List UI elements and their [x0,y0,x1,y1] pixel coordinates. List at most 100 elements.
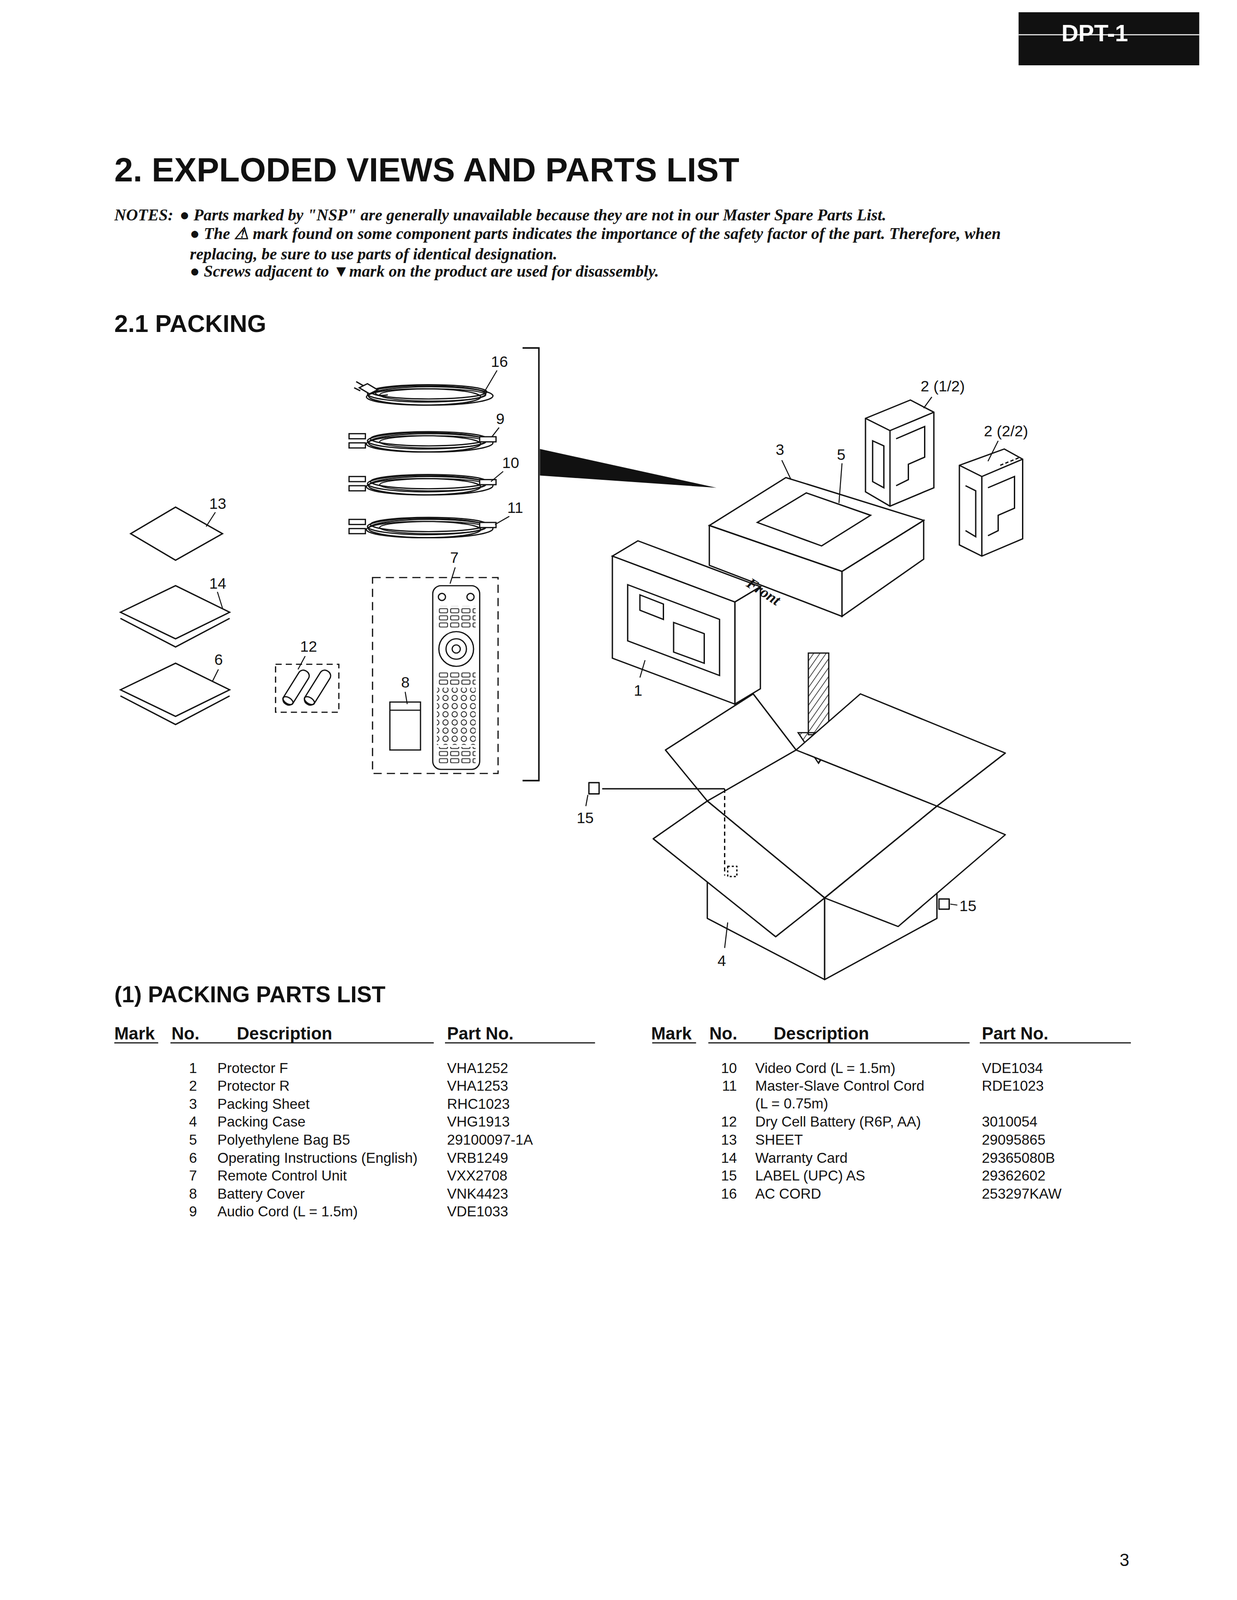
remote-drawing [445,639,467,660]
table-cell: Dry Cell Battery (R6P, AA) [755,1113,921,1131]
model-badge: DPT-1 [1061,18,1129,49]
table-cell: VHA1252 [447,1059,509,1078]
table-cell: 253297KAW [982,1185,1062,1203]
packing-case-drawing [602,788,725,790]
callout-number: 10 [502,453,520,473]
remote-drawing [452,645,461,654]
item-number: 7 [189,1167,198,1185]
orientation-mark: Front [743,573,785,610]
protector-f-drawing [640,595,664,620]
sheet-drawing [120,663,230,717]
item-number: 8 [189,1185,198,1203]
leader-line [923,396,932,409]
column-header: Description [236,1022,333,1045]
item-number: 4 [189,1113,198,1131]
insert-arrow [808,653,829,735]
accessory-bracket [522,347,539,781]
cord-drawing [349,519,366,525]
remote-drawing [436,688,476,746]
cord-drawing [479,479,497,485]
table-cell: Protector R [217,1077,290,1096]
table-cell: VHG1913 [447,1113,510,1131]
cord-drawing [366,431,494,453]
table-cell: 29100097-1A [447,1131,533,1149]
remote-drawing [436,606,476,628]
leader-line [839,463,843,504]
table-cell: 29365080B [982,1149,1056,1168]
callout-number: 12 [300,636,318,656]
cord-drawing [354,387,361,392]
item-number: 12 [720,1113,737,1131]
leader-line [724,922,729,949]
battery-drawing [302,668,333,708]
page-number: 3 [1119,1549,1130,1572]
sheet-drawing [120,586,230,640]
packing-case-drawing [723,788,726,876]
callout-number: 1 [633,680,643,700]
leader-line [494,516,510,525]
note-text: ● Parts marked by "NSP" are generally un… [179,205,887,226]
protector-f-drawing [734,586,761,705]
leader-line [987,440,999,462]
item-number: 16 [720,1185,737,1203]
leader-line [206,370,999,949]
remote-drawing [436,671,476,687]
column-header: Part No. [982,1022,1049,1045]
protector-f-drawing [627,584,720,676]
callout-number: 7 [449,547,459,568]
table-cell: SHEET [755,1131,803,1149]
table-cell: Polyethylene Bag B5 [217,1131,350,1149]
remote-drawing [439,631,475,667]
item-number: 10 [720,1059,737,1078]
cord-drawing [366,384,494,406]
column-header: Mark [114,1022,155,1045]
remote-drawing [438,593,446,601]
leader-line [298,656,306,670]
leader-line [586,795,589,807]
item-number: 2 [189,1077,198,1096]
callout-number: 11 [507,498,524,518]
callout-number: 15 [576,808,594,828]
cord-drawing [349,381,497,538]
callout-number: 13 [209,493,227,514]
table-cell: 3010054 [982,1113,1038,1131]
leader-line [484,370,498,394]
cord-drawing [349,443,366,449]
leader-line [490,471,504,483]
leader-line [212,669,219,682]
table-cell: Audio Cord (L = 1.5m) [217,1202,358,1221]
callout-number: 15 [959,896,977,916]
protector-r-drawing [959,449,1023,557]
callout-number: 4 [717,951,727,971]
callout-number: 8 [400,672,410,692]
table-cell: Packing Sheet [217,1095,310,1114]
table-cell: VNK4423 [447,1185,509,1203]
cord-drawing [349,528,366,534]
battery-drawing [275,664,340,713]
leader-line [217,591,223,609]
column-header: Part No. [447,1022,514,1045]
leader-line [492,427,500,437]
cord-drawing [375,391,388,396]
table-cell: 29362602 [982,1167,1046,1185]
callout-number: 5 [836,444,846,465]
table-cell: AC CORD [755,1185,822,1203]
protector-f-drawing [612,541,761,705]
table-cell: VDE1034 [982,1059,1044,1078]
table-cell: RDE1023 [982,1077,1045,1096]
table-cell: Video Cord (L = 1.5m) [755,1059,896,1078]
item-number: 9 [189,1202,198,1221]
packing-case-drawing [938,899,950,910]
table-cell: Master-Slave Control Cord (L = 0.75m) [755,1077,934,1114]
item-number: 14 [720,1149,737,1168]
protector-r-drawing [889,430,891,507]
table-cell: VHA1253 [447,1077,509,1096]
sheet-drawing [120,507,230,725]
cord-drawing [349,433,366,439]
note-text: ● Screws adjacent to ▼mark on the produc… [190,261,660,282]
protector-r-drawing [896,426,925,487]
item-number: 1 [189,1059,198,1078]
remote-drawing [436,747,476,764]
protector-r-drawing [1000,458,1019,466]
leader-line [640,660,646,678]
